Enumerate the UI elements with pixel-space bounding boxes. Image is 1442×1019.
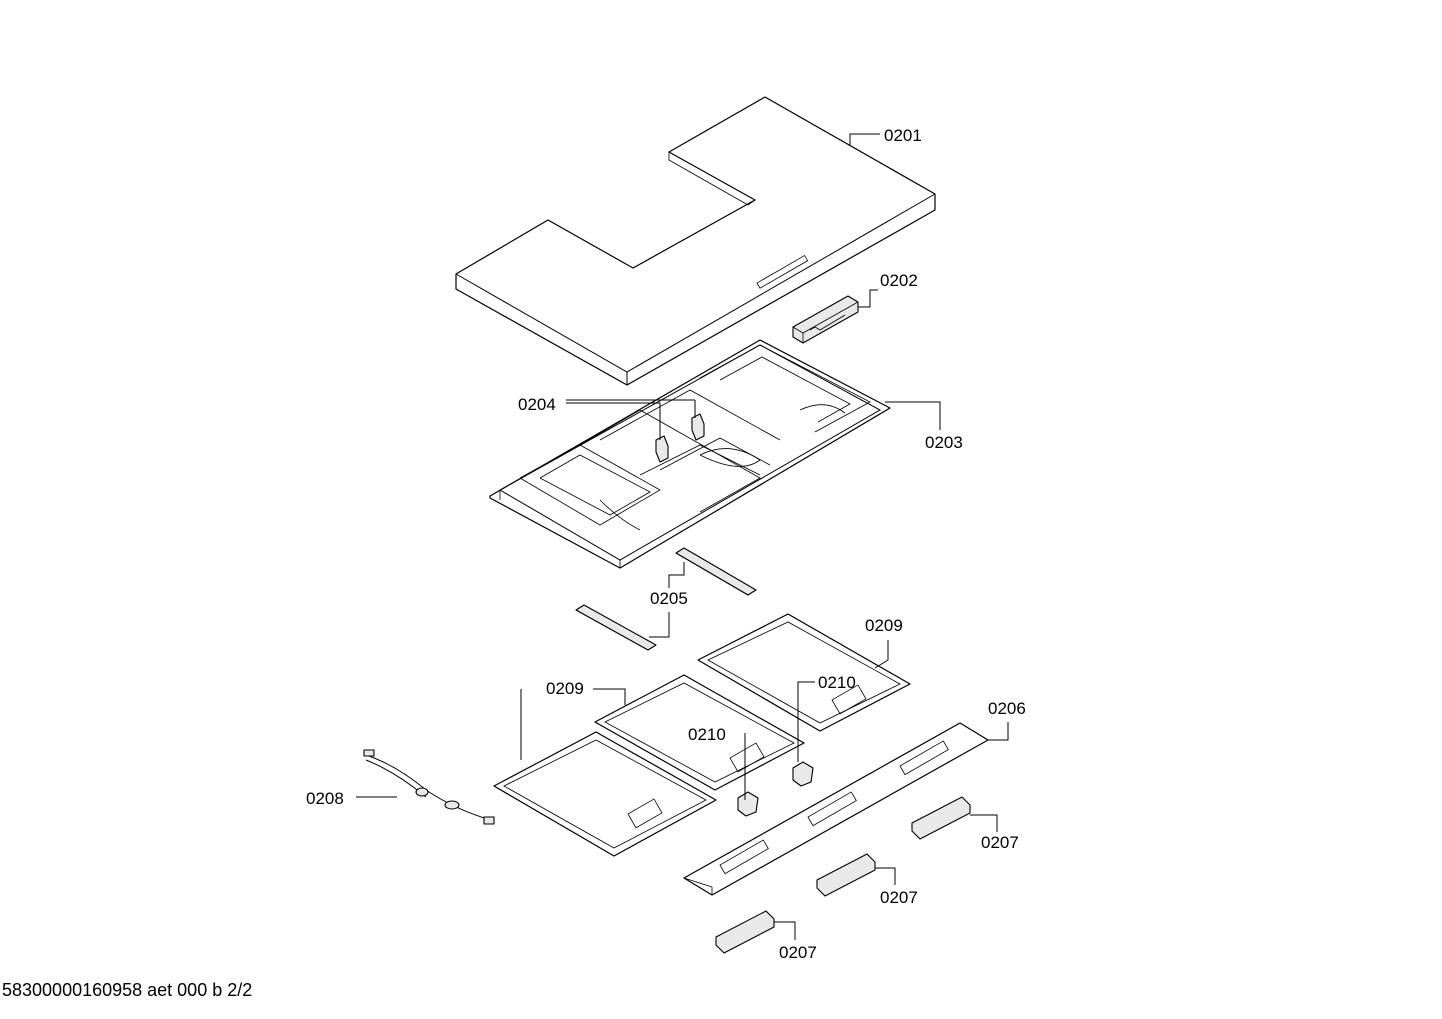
- callout-0210-left: 0210: [688, 725, 726, 744]
- drawing-reference: 58300000160958 aet 000 b 2/2: [2, 980, 253, 1000]
- part-0209-grease-filters: [493, 613, 911, 857]
- part-0207-light-units: [715, 796, 971, 954]
- callout-0209-left: 0209: [546, 679, 584, 698]
- part-0202-bracket: [792, 295, 859, 344]
- callout-labels: 0201 0202 0203 0204 0205 0209 0209 0210 …: [306, 126, 1026, 962]
- callout-0206: 0206: [988, 699, 1026, 718]
- callout-0208: 0208: [306, 789, 344, 808]
- callout-0207-bottom: 0207: [779, 943, 817, 962]
- callout-0201: 0201: [884, 126, 922, 145]
- callout-0207-middle: 0207: [880, 888, 918, 907]
- callout-0203: 0203: [925, 433, 963, 452]
- part-0201-top-cover: [455, 96, 936, 386]
- part-0203-housing-tray: [489, 339, 891, 569]
- part-0208-cable: [363, 749, 495, 825]
- part-0204-clips: [655, 413, 705, 463]
- callout-0205: 0205: [650, 589, 688, 608]
- callout-0202: 0202: [880, 271, 918, 290]
- part-0205-rails: [575, 547, 757, 651]
- callout-0210-right: 0210: [818, 673, 856, 692]
- callout-0207-top: 0207: [981, 833, 1019, 852]
- callout-0204: 0204: [518, 395, 556, 414]
- part-0210-latches: [737, 761, 814, 817]
- callout-0209-right: 0209: [865, 616, 903, 635]
- leader-lines: [356, 133, 1009, 940]
